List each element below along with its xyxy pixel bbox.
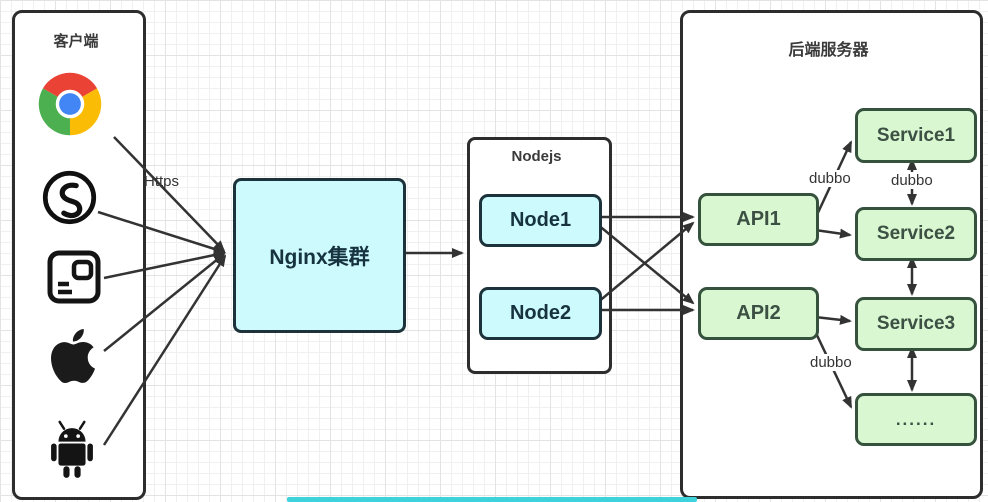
more-services-box: ...... <box>855 393 977 446</box>
dubbo-label-3: dubbo <box>807 354 855 371</box>
client-title: 客户端 <box>53 33 99 50</box>
service2-box: Service2 <box>855 207 977 261</box>
node1-box: Node1 <box>479 194 602 247</box>
service1-box: Service1 <box>855 108 977 163</box>
api1-box: API1 <box>698 193 819 246</box>
chrome-icon <box>36 70 104 138</box>
nginx-cluster-box: Nginx集群 <box>233 178 406 333</box>
nodejs-title: Nodejs <box>511 148 562 165</box>
wechat-miniprogram-icon <box>41 169 98 226</box>
https-label: Https <box>144 173 180 190</box>
webpage-card-icon <box>46 249 102 305</box>
dubbo-label-2: dubbo <box>888 172 936 189</box>
apple-icon <box>46 327 100 385</box>
android-icon <box>41 417 103 481</box>
dubbo-label-1: dubbo <box>806 170 854 187</box>
bottom-accent-bar <box>287 497 697 502</box>
backend-title: 后端服务器 <box>788 42 869 59</box>
service3-box: Service3 <box>855 297 977 351</box>
api2-box: API2 <box>698 287 819 340</box>
node2-box: Node2 <box>479 287 602 340</box>
